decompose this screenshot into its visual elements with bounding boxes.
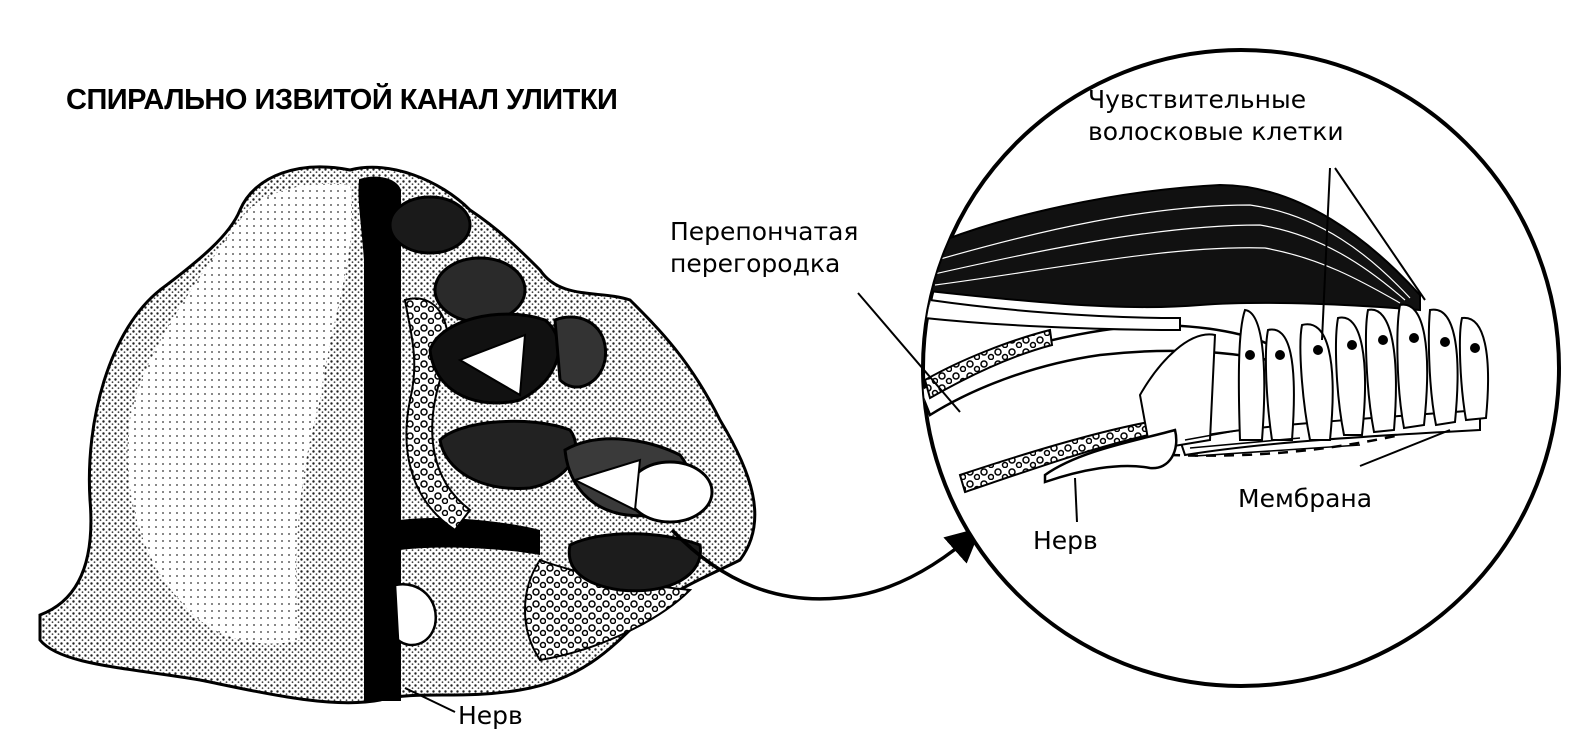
magnify-arrow bbox=[670, 527, 982, 601]
basilar-dashed-line bbox=[1169, 433, 1401, 457]
cochlea-section bbox=[38, 165, 757, 713]
septum-strip bbox=[923, 298, 1181, 332]
hair-cell-row bbox=[1138, 303, 1490, 452]
scala-wedge bbox=[457, 333, 527, 397]
upper-cell-strip bbox=[923, 328, 1054, 400]
label-membrane: Мембрана bbox=[1238, 484, 1373, 513]
label-nerve-cochlea: Нерв bbox=[458, 701, 523, 730]
label-hair-cells-line2: волосковые клетки bbox=[1088, 117, 1344, 146]
nerve-branch bbox=[400, 518, 540, 555]
tectorial-striations bbox=[929, 204, 1411, 304]
modiolus-nerve-trunk bbox=[358, 176, 401, 701]
diagram-title: СПИРАЛЬНО ИЗВИТОЙ КАНАЛ УЛИТКИ bbox=[66, 84, 618, 116]
shell-outer-turns bbox=[127, 183, 353, 644]
fiber-lines bbox=[1184, 429, 1361, 457]
label-septum-line1: Перепончатая bbox=[670, 217, 859, 246]
label-nerve-detail: Нерв bbox=[1033, 526, 1098, 555]
canal-chambers bbox=[388, 195, 714, 593]
label-membranous-septum: Перепончатая перегородка bbox=[670, 216, 858, 280]
leader-lines bbox=[857, 167, 1451, 523]
detail-nerve-fiber bbox=[1043, 428, 1178, 484]
scala-wedge-2 bbox=[572, 458, 642, 512]
label-septum-line2: перегородка bbox=[670, 249, 841, 278]
basal-lobe bbox=[393, 582, 438, 647]
label-hair-cells-line1: Чувствительные bbox=[1088, 85, 1307, 114]
label-hair-cells: Чувствительные волосковые клетки bbox=[1088, 84, 1344, 148]
magnified-view bbox=[857, 48, 1561, 688]
nerve-leader-line bbox=[404, 687, 456, 713]
hair-cell-nuclei bbox=[1245, 333, 1480, 360]
